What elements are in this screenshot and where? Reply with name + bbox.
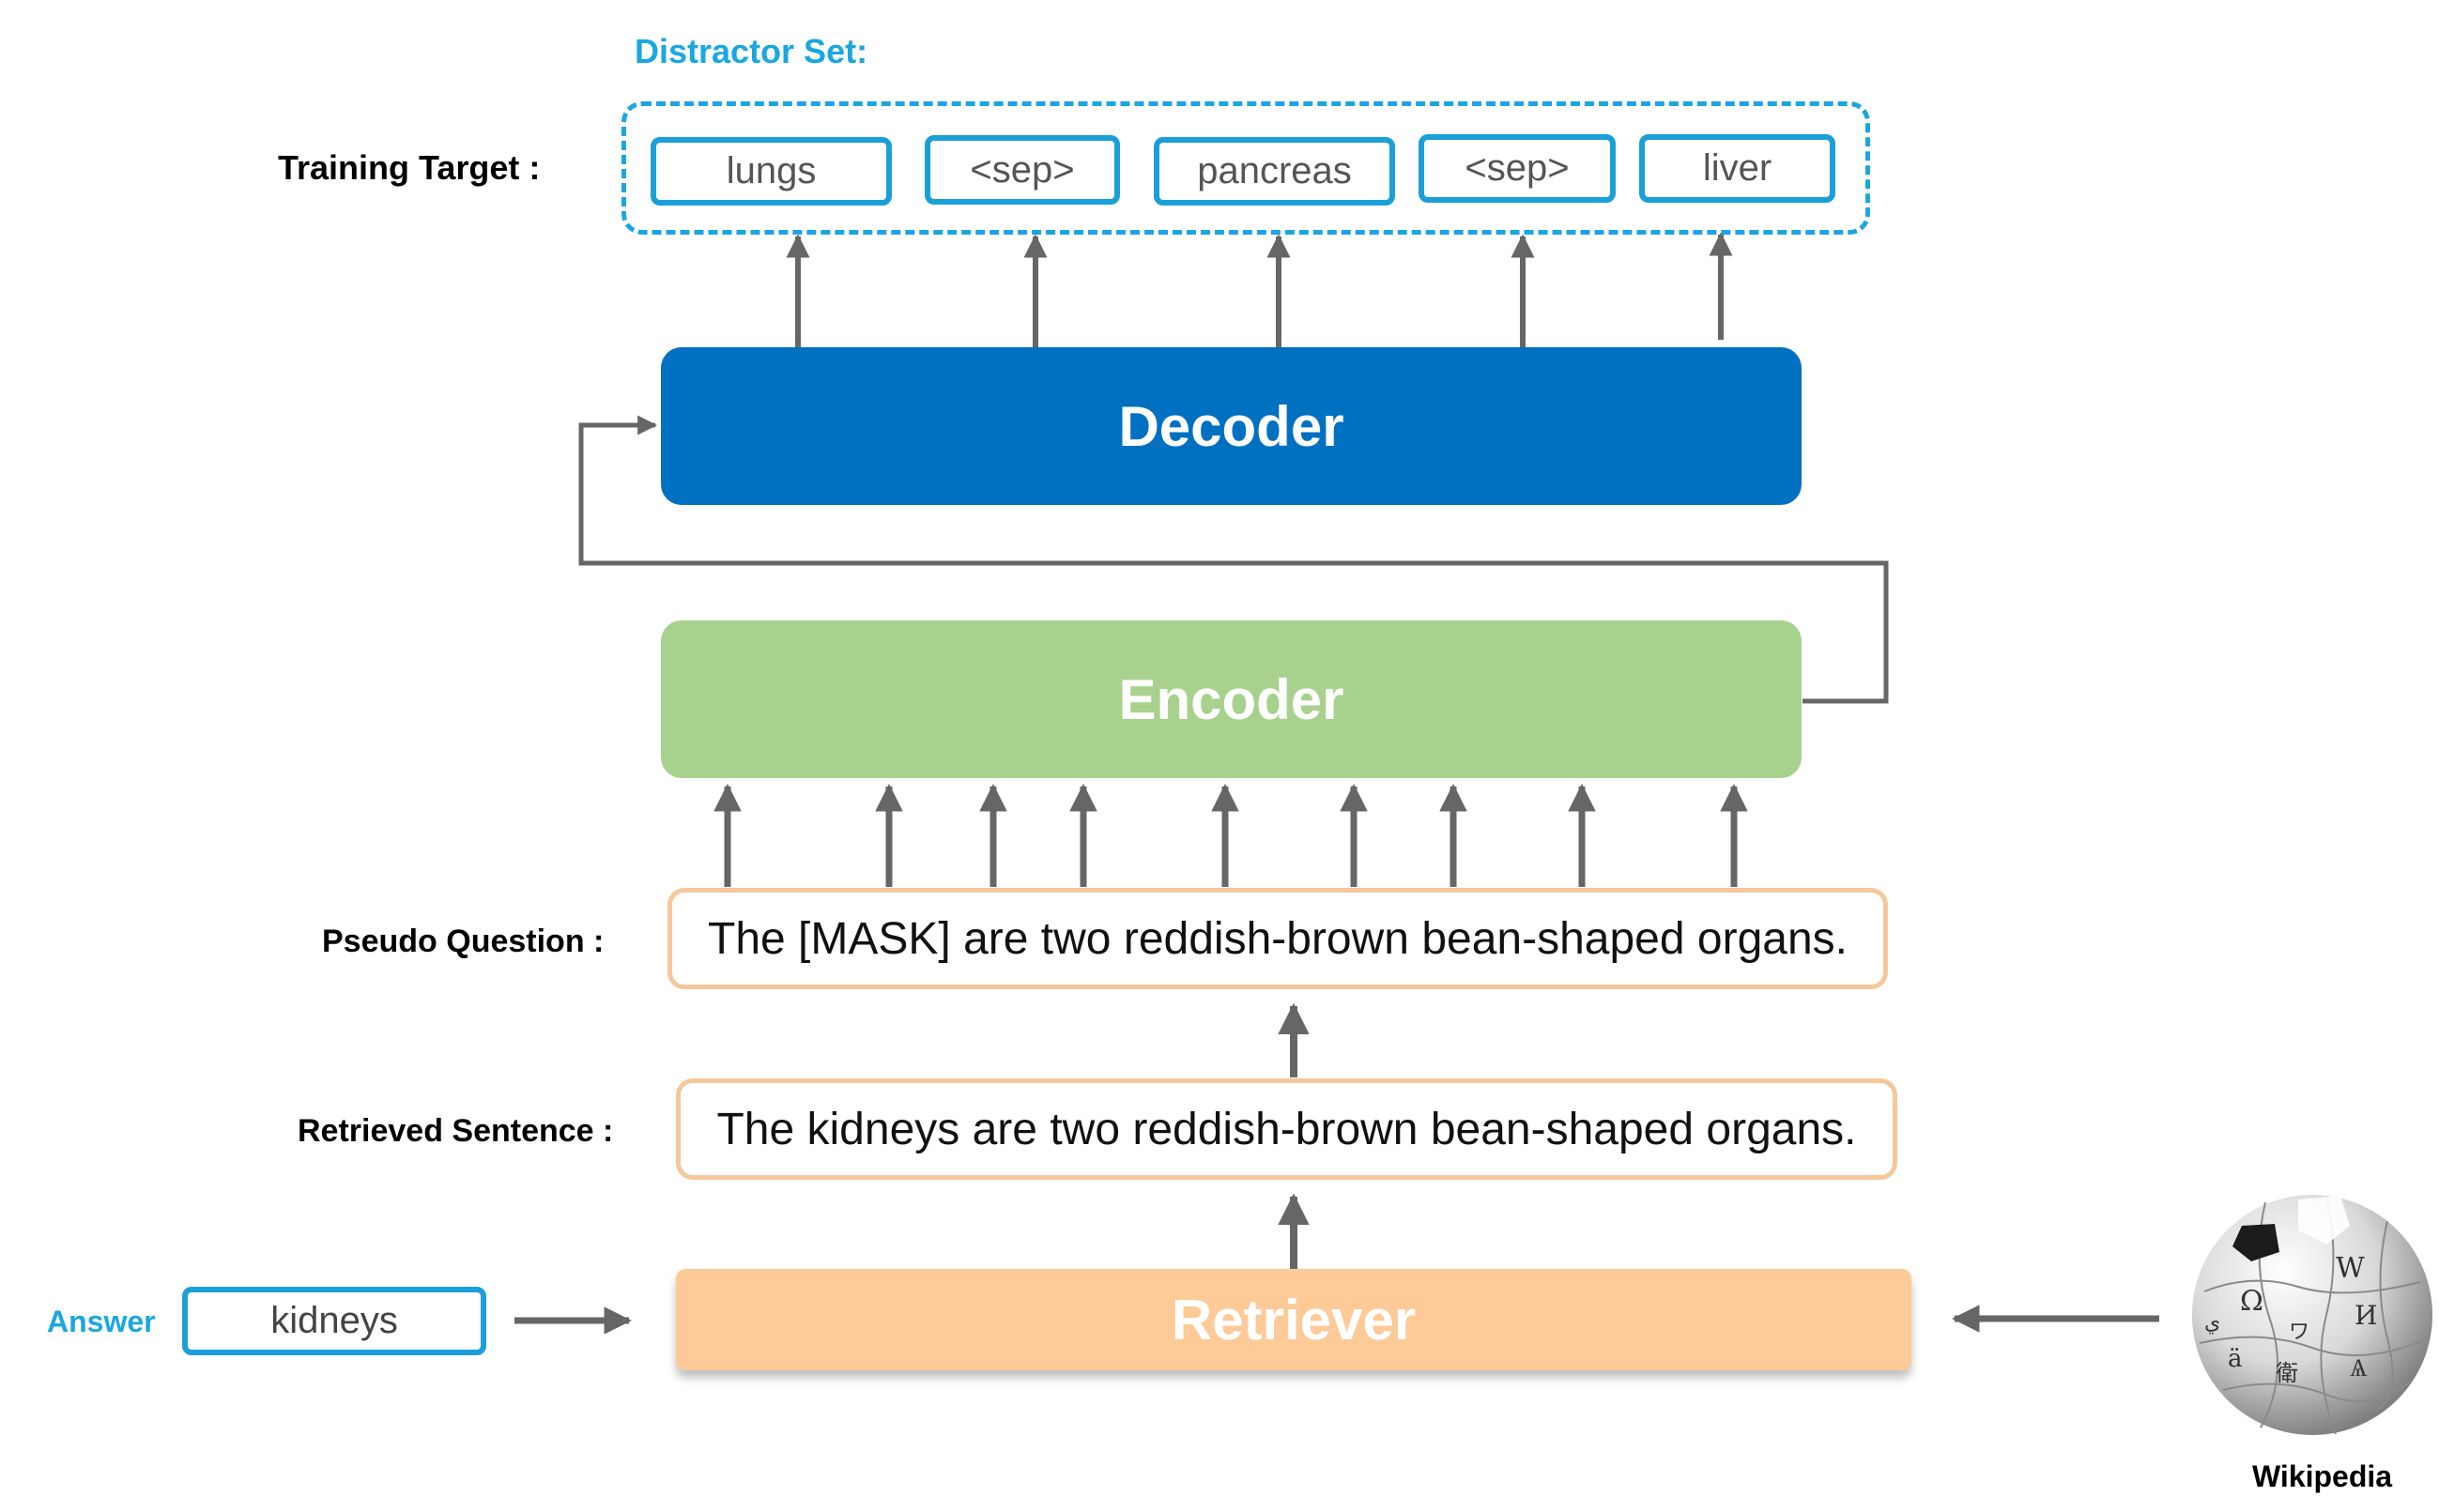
pseudo-question-box: The [MASK] are two reddish-brown bean-sh…	[667, 888, 1888, 989]
target-token-sep-1: <sep>	[925, 135, 1120, 205]
target-token-liver: liver	[1639, 134, 1835, 203]
wikipedia-label: Wikipedia	[2252, 1459, 2393, 1493]
retrieved-sentence-label: Retrieved Sentence :	[298, 1113, 614, 1149]
target-token-sep-2: <sep>	[1419, 134, 1616, 203]
svg-text:Ѧ: Ѧ	[2350, 1354, 2368, 1382]
distractor-set-group	[621, 101, 1870, 235]
answer-label: Answer	[47, 1305, 156, 1338]
retriever-block: Retriever	[676, 1269, 1911, 1370]
svg-text:ä: ä	[2228, 1345, 2243, 1373]
distractor-set-label: Distractor Set:	[635, 32, 868, 70]
svg-text:W: W	[2336, 1252, 2365, 1285]
target-token-pancreas: pancreas	[1154, 137, 1395, 206]
arrow-encoder-to-decoder	[578, 415, 1889, 704]
target-token-lungs: lungs	[651, 137, 892, 206]
svg-text:ワ: ワ	[2289, 1321, 2309, 1344]
svg-text:衛: 衛	[2276, 1360, 2298, 1386]
pseudo-question-label: Pseudo Question :	[322, 924, 605, 959]
svg-text:ي: ي	[2204, 1311, 2220, 1335]
answer-value-box: kidneys	[182, 1287, 486, 1355]
encoder-block: Encoder	[661, 620, 1802, 778]
decoder-block: Decoder	[661, 347, 1802, 505]
wikipedia-globe-icon: Ω W И ワ ä 衛 Ѧ ي	[2192, 1195, 2432, 1435]
training-target-label: Training Target :	[278, 148, 541, 187]
retrieved-sentence-box: The kidneys are two reddish-brown bean-s…	[676, 1078, 1897, 1180]
svg-text:И: И	[2355, 1300, 2377, 1331]
svg-text:Ω: Ω	[2240, 1285, 2263, 1318]
